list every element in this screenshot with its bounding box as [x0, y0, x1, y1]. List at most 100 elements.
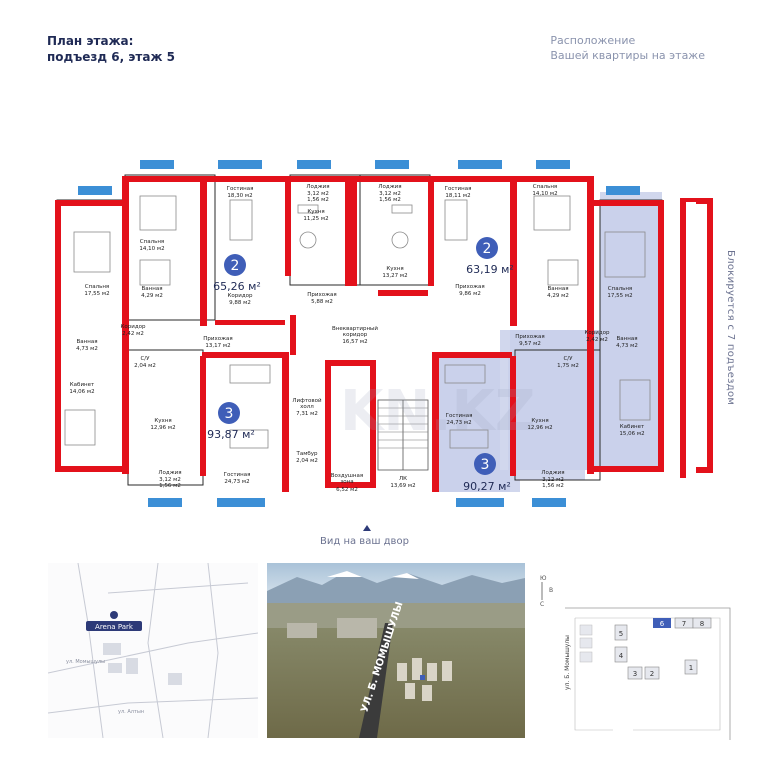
room-area: 17,55 м2 [84, 291, 109, 297]
apartment-2-area: 63,19 м² [466, 263, 514, 276]
room-area: 15,06 м2 [619, 431, 644, 437]
room-area: 14,10 м2 [532, 191, 557, 197]
room-name: Ванная [616, 336, 637, 342]
room-area: 9,88 м2 [229, 300, 251, 306]
room-name: Гостиная [445, 186, 472, 192]
block-label: 4 [619, 652, 624, 660]
compass-label: Ю [540, 575, 547, 582]
room-name: Ванная [141, 286, 162, 292]
apartment-1-rooms: 2 [231, 258, 240, 274]
room-area: 4,29 м2 [141, 293, 163, 299]
room-area: 13,69 м2 [390, 483, 415, 489]
room-name: Прихожая [203, 336, 232, 342]
room-area: 1,56 м2 [379, 197, 401, 203]
site-scheme: Ю З В С 5 4 3 2 1 6 [528, 570, 735, 740]
room-area: 6,52 м2 [336, 487, 358, 493]
room-name: Спальня [608, 286, 632, 292]
room-name: Кухня [154, 418, 171, 424]
scheme-street-label: ул. Б. Момышулы [564, 635, 571, 690]
room-area: 7,31 м2 [296, 411, 318, 417]
room-area: 2,04 м2 [296, 458, 318, 464]
room-area: 1,56 м2 [307, 197, 329, 203]
apartment-3-area: 93,87 м² [207, 428, 255, 441]
apartment-4-area: 90,27 м² [463, 480, 511, 493]
room-name: Гостиная [224, 472, 251, 478]
room-name: Коридор [585, 330, 611, 336]
room-name: Коридор [121, 324, 147, 330]
apartment-badge-1[interactable]: 2 65,26 м² [213, 254, 261, 293]
block-label: 2 [650, 670, 654, 678]
map-street-1: ул. Момышулы [66, 659, 105, 665]
room-name: Внеквартирный [332, 325, 378, 332]
room-name: С/У [563, 356, 573, 362]
plan-title: План этажа: подъезд 6, этаж 5 [47, 33, 175, 65]
apartment-badge-4[interactable]: 3 90,27 м² [463, 453, 511, 493]
room-area: 2,42 м2 [586, 337, 608, 343]
room-name: С/У [140, 356, 150, 362]
room-area: 9,86 м2 [459, 291, 481, 297]
room-name: Лифтовой [292, 397, 322, 404]
room-name: Гостиная [446, 413, 473, 419]
block-label: 8 [700, 620, 704, 628]
room-area: 13,17 м2 [205, 343, 230, 349]
apartment-badge-2[interactable]: 2 63,19 м² [466, 237, 514, 276]
room-area: 1,75 м2 [557, 363, 579, 369]
apartment-1-area: 65,26 м² [213, 280, 261, 293]
apartment-badge-3[interactable]: 3 93,87 м² [207, 402, 255, 441]
room-area: 14,10 м2 [139, 246, 164, 252]
plan-title-line2: подъезд 6, этаж 5 [47, 50, 175, 64]
block-label: 7 [682, 620, 686, 628]
room-name: Лоджия [158, 470, 181, 476]
location-map[interactable]: Arena Park ул. Момышулы ул. Алтын [48, 563, 258, 738]
room-name: Коридор [228, 293, 254, 299]
room-name: Ванная [547, 286, 568, 292]
location-caption: Расположение Вашей квартиры на этаже [550, 33, 705, 63]
yard-arrow-icon [363, 525, 371, 531]
room-area: 9,57 м2 [519, 341, 541, 347]
location-caption-line2: Вашей квартиры на этаже [550, 49, 705, 62]
room-area: 3,12 м2 [307, 191, 329, 197]
room-area: 12,96 м2 [150, 425, 175, 431]
compass-label: С [540, 601, 544, 608]
room-name: Гостиная [227, 186, 254, 192]
room-name: Кухня [531, 418, 548, 424]
room-area: 2,42 м2 [122, 331, 144, 337]
room-area: 18,11 м2 [445, 193, 470, 199]
room-name: Кухня [386, 266, 403, 272]
room-area: 3,12 м2 [379, 191, 401, 197]
room-name: Прихожая [515, 334, 544, 340]
room-area: 4,73 м2 [616, 343, 638, 349]
map-street-2: ул. Алтын [118, 709, 144, 715]
room-name: Тамбур [295, 451, 318, 457]
room-area: 14,06 м2 [69, 389, 94, 395]
room-area: 12,96 м2 [527, 425, 552, 431]
room-area: 1,56 м2 [159, 483, 181, 489]
room-area: 2,04 м2 [134, 363, 156, 369]
room-name: Кухня [307, 209, 324, 215]
room-area: 17,55 м2 [607, 293, 632, 299]
room-area: 16,57 м2 [342, 339, 367, 345]
map-pin-label: Arena Park [95, 623, 134, 631]
apartment-2-rooms: 2 [483, 241, 492, 257]
yard-label: Вид на ваш двор [320, 536, 409, 547]
room-area: 3,12 м2 [159, 477, 181, 483]
room-name: Спальня [140, 239, 164, 245]
room-name: Воздушная [331, 473, 363, 479]
side-label: Блокируется с 7 подъездом [722, 250, 742, 480]
room-name: Кабинет [70, 382, 95, 388]
room-area: 13,27 м2 [382, 273, 407, 279]
watermark: KN.KZ [340, 379, 536, 444]
block-label: 6 [660, 620, 665, 628]
room-name: Ванная [76, 339, 97, 345]
room-name: Лоджия [378, 184, 401, 190]
room-name: зона [340, 479, 353, 485]
room-name: Спальня [533, 184, 557, 190]
plan-title-line1: План этажа: [47, 34, 134, 48]
compass-icon: Ю З В С [528, 575, 553, 608]
room-name: Лоджия [306, 184, 329, 190]
room-area: 4,73 м2 [76, 346, 98, 352]
room-name: холл [300, 404, 314, 410]
room-area: 3,12 м2 [542, 477, 564, 483]
room-area: 18,30 м2 [227, 193, 252, 199]
block-label: 5 [619, 630, 623, 638]
